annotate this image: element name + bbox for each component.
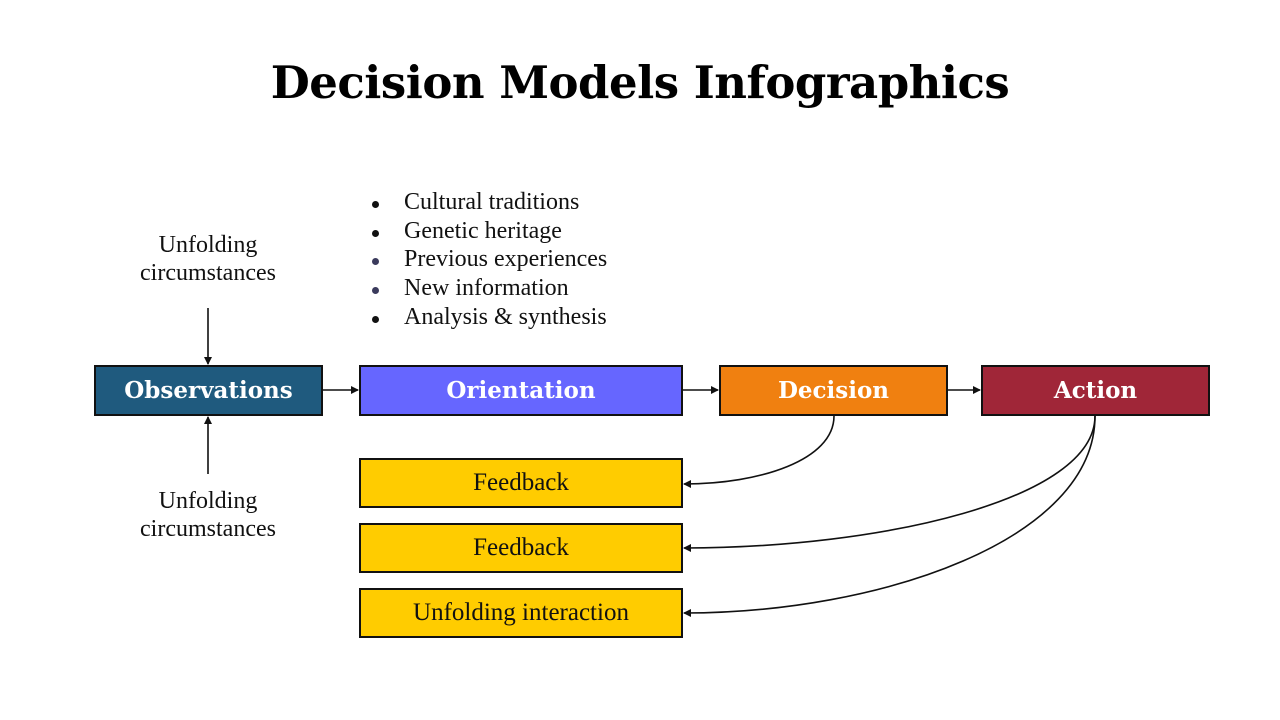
observations-box: Observations bbox=[94, 365, 323, 416]
bullet-icon bbox=[372, 287, 379, 295]
list-item-label: Previous experiences bbox=[404, 246, 608, 273]
bullet-icon bbox=[372, 315, 379, 323]
action-box: Action bbox=[981, 365, 1210, 416]
list-item: Genetic heritage bbox=[370, 217, 607, 246]
list-item-label: Cultural traditions bbox=[404, 189, 580, 215]
circumstances-label-line: Unfolding bbox=[158, 232, 258, 258]
page-title: Decision Models Infographics bbox=[270, 56, 1010, 109]
bullet-icon bbox=[372, 258, 379, 266]
circumstances-label-line: circumstances bbox=[140, 516, 276, 542]
list-item: Previous experiences bbox=[370, 245, 607, 274]
list-item: Analysis & synthesis bbox=[370, 303, 607, 332]
arrow-decision-feedback bbox=[683, 415, 835, 488]
unfolding-interaction-box: Unfolding interaction bbox=[359, 588, 683, 638]
list-item: New information bbox=[370, 274, 607, 303]
feedback-box-action: Feedback bbox=[359, 523, 683, 573]
list-item-label: Analysis & synthesis bbox=[404, 303, 607, 330]
list-item: Cultural traditions bbox=[370, 188, 607, 217]
bullet-icon bbox=[372, 201, 379, 208]
orientation-input-list: Cultural traditions Genetic heritage Pre… bbox=[370, 188, 607, 331]
list-item-label: Genetic heritage bbox=[404, 217, 562, 244]
arrow-action-interaction bbox=[683, 415, 1096, 617]
circumstances-label-bottom: Unfolding circumstances bbox=[98, 487, 318, 543]
circumstances-label-line: circumstances bbox=[140, 260, 276, 286]
arrow-action-feedback bbox=[683, 415, 1096, 552]
list-item-label: New information bbox=[404, 275, 569, 302]
circumstances-label-top: Unfolding circumstances bbox=[98, 231, 318, 287]
bullet-icon bbox=[372, 229, 379, 237]
orientation-box: Orientation bbox=[359, 365, 683, 416]
decision-box: Decision bbox=[719, 365, 948, 416]
circumstances-label-line: Unfolding bbox=[158, 488, 258, 514]
feedback-box-decision: Feedback bbox=[359, 458, 683, 508]
